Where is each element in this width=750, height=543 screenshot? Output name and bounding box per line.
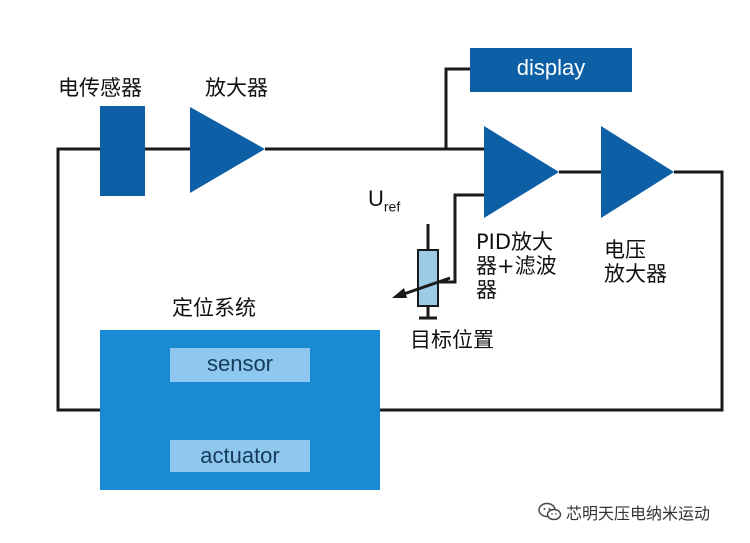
voltage-label-line2: 放大器	[604, 262, 667, 287]
wechat-icon	[538, 502, 562, 521]
voltage-amplifier-triangle	[601, 126, 674, 218]
wire-right-loop	[380, 170, 724, 412]
actuator-inner-box	[170, 440, 310, 472]
voltage-amplifier-label: 电压 放大器	[604, 238, 694, 286]
wire-uref-to-pid	[437, 193, 484, 284]
actuator-box-label: actuator	[200, 443, 280, 468]
uref-subscript: ref	[383, 198, 401, 215]
wire-to-display	[444, 67, 470, 149]
pid-amplifier-label: PID放大 器+滤波 器	[476, 230, 576, 302]
pid-amplifier-triangle	[484, 126, 559, 218]
pid-label-line1: PID放大	[476, 230, 554, 254]
wire-left-loop	[56, 147, 100, 412]
pid-label-line3: 器	[476, 278, 497, 303]
watermark: 芯明天压电纳米运动	[538, 500, 710, 524]
amplifier-label: 放大器	[205, 76, 268, 100]
watermark-text: 芯明天压电纳米运动	[566, 504, 711, 523]
signal-wires	[56, 67, 724, 412]
positioning-system-label: 定位系统	[172, 296, 256, 320]
sensor-element-label: 电传感器	[58, 76, 142, 100]
voltage-label-line1: 电压	[604, 238, 646, 262]
potentiometer-body	[417, 249, 439, 307]
display-label: display	[516, 55, 586, 80]
display-box	[470, 48, 632, 92]
uref-main: U	[368, 186, 384, 211]
sensor-element-block	[100, 106, 145, 196]
uref-label: Uref	[368, 186, 400, 214]
amplifier-triangle	[190, 107, 265, 193]
sensor-inner-box	[170, 348, 310, 382]
sensor-box-label: sensor	[206, 351, 274, 376]
potentiometer-arrow	[392, 276, 451, 298]
target-position-label: 目标位置	[410, 328, 494, 352]
pid-label-line2: 器+滤波	[476, 254, 557, 279]
